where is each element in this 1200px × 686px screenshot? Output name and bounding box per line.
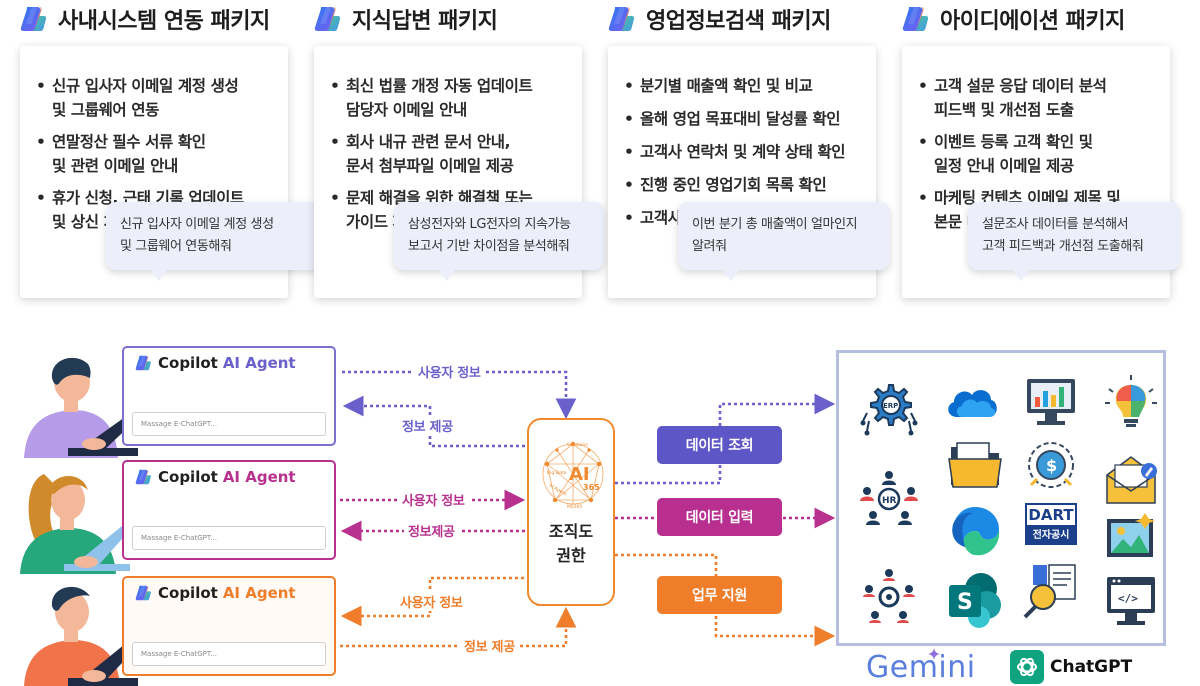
- data-query-button[interactable]: 데이터 조회: [657, 426, 782, 464]
- copilot-label: Copilot: [158, 354, 218, 372]
- dart-sub-text: 전자공시: [1025, 527, 1077, 545]
- onedrive-cloud-icon: [948, 390, 997, 417]
- copilot-logo-icon: [134, 468, 152, 486]
- flow-label-info-provide: 정보 제공: [460, 636, 519, 655]
- svg-text:$: $: [1046, 456, 1057, 475]
- dashboard-monitor-icon: [1027, 379, 1075, 425]
- prompt-bubble: 이번 분기 총 매출액이 얼마인지 알려줘: [678, 202, 890, 281]
- list-item: 연말정산 필수 서류 확인 및 관련 이메일 안내: [36, 130, 278, 178]
- package-sales-search: 영업정보검색 패키지 분기별 매출액 확인 및 비교 올해 영업 목표대비 달성…: [606, 0, 890, 300]
- dart-text: DART: [1025, 503, 1077, 527]
- package-title-text: 사내시스템 연동 패키지: [58, 9, 270, 34]
- tag-ms365: MS365: [567, 504, 582, 510]
- agent-title: Copilot AI Agent: [134, 468, 296, 486]
- list-item: 이벤트 등록 고객 확인 및 일정 안내 이메일 제공: [918, 130, 1160, 178]
- user-avatar-icon: [24, 586, 138, 686]
- mail-edit-icon: [1106, 456, 1157, 504]
- package-card: 신규 입사자 이메일 계정 생성 및 그룹웨어 연동 연말정산 필수 서류 확인…: [20, 46, 288, 298]
- data-input-button[interactable]: 데이터 입력: [657, 498, 782, 536]
- list-item: 진행 중인 영업기회 목록 확인: [624, 173, 866, 197]
- flow-label-info-provide: 정보제공: [404, 521, 459, 540]
- dart-disclosure-icon: DART 전자공시: [1025, 503, 1077, 553]
- copilot-label: Copilot: [158, 584, 218, 602]
- flow-label-user-info: 사용자 정보: [398, 490, 469, 509]
- flow-label-user-info: 사용자 정보: [414, 362, 485, 381]
- message-input[interactable]: Massage E-ChatGPT...: [132, 642, 326, 666]
- erp-text: ERP: [883, 402, 898, 410]
- user-avatar-icon: [24, 357, 138, 458]
- package-title-text: 영업정보검색 패키지: [646, 9, 831, 34]
- ai365-network-icon: AI 365 Solutions Big Data AI Agent MS365: [542, 441, 604, 510]
- settings-team-icon: [863, 569, 915, 623]
- finance-gear-icon: $: [1028, 442, 1074, 488]
- flow-label-user-info: 사용자 정보: [396, 592, 467, 611]
- prompt-bubble: 삼성전자와 LG전자의 지속가능 보고서 기반 차이점을 분석해줘: [394, 202, 604, 281]
- agent-title: Copilot AI Agent: [134, 584, 296, 602]
- document-search-icon: [1023, 564, 1076, 619]
- package-title: 아이디에이션 패키지: [900, 2, 1125, 36]
- package-item-list: 분기별 매출액 확인 및 비교 올해 영업 목표대비 달성률 확인 고객사 연락…: [624, 74, 866, 239]
- list-item: 회사 내규 관련 문서 안내, 문서 첨부파일 이메일 제공: [330, 130, 572, 178]
- tag-big-data: Big Data: [547, 470, 567, 476]
- agent-card-1[interactable]: Copilot AI Agent Massage E-ChatGPT...: [122, 346, 336, 446]
- message-input[interactable]: Massage E-ChatGPT...: [132, 526, 326, 550]
- ai-agent-label: AI Agent: [222, 584, 296, 602]
- tag-solutions: Solutions: [567, 442, 588, 448]
- package-title: 사내시스템 연동 패키지: [18, 2, 270, 36]
- list-item: 최신 법률 개정 자동 업데이트 담당자 이메일 안내: [330, 74, 572, 122]
- hr-text: HR: [882, 496, 897, 506]
- ai-agent-label: AI Agent: [222, 354, 296, 372]
- openai-icon: [1010, 650, 1044, 684]
- copilot-logo-icon: [134, 584, 152, 602]
- image-gallery-icon: [1107, 513, 1155, 557]
- work-support-button[interactable]: 업무 지원: [657, 576, 782, 614]
- package-item-list: 최신 법률 개정 자동 업데이트 담당자 이메일 안내 회사 내규 관련 문서 …: [330, 74, 572, 242]
- package-title: 영업정보검색 패키지: [606, 2, 831, 36]
- erp-gear-icon: ERP: [860, 384, 918, 436]
- agent-title: Copilot AI Agent: [134, 354, 296, 372]
- package-title-text: 아이디에이션 패키지: [940, 9, 1125, 34]
- flow-label-info-provide: 정보 제공: [398, 416, 457, 435]
- list-item: 신규 입사자 이메일 계정 생성 및 그룹웨어 연동: [36, 74, 278, 122]
- package-knowledge-answer: 지식답변 패키지 최신 법률 개정 자동 업데이트 담당자 이메일 안내 회사 …: [312, 0, 604, 300]
- idea-bulb-icon: [1105, 375, 1157, 427]
- message-input[interactable]: Massage E-ChatGPT...: [132, 412, 326, 436]
- ai-badge-sub-text: 365: [583, 483, 600, 492]
- org-permission-box: AI 365 Solutions Big Data AI Agent MS365…: [527, 418, 615, 606]
- copilot-logo-icon: [134, 354, 152, 372]
- user-avatar-icon: [20, 474, 130, 574]
- org-permission-label: 조직도 권한: [548, 522, 594, 565]
- agent-card-2[interactable]: Copilot AI Agent Massage E-ChatGPT...: [122, 460, 336, 560]
- code-text: </>: [1118, 592, 1138, 605]
- folder-icon: [948, 442, 1002, 488]
- code-monitor-icon: </>: [1107, 577, 1155, 625]
- sharepoint-icon: S: [949, 573, 1001, 628]
- ai-agent-label: AI Agent: [222, 468, 296, 486]
- tag-ai-agent: AI Agent: [548, 483, 568, 498]
- package-title-text: 지식답변 패키지: [352, 9, 498, 34]
- sharepoint-letter: S: [957, 590, 973, 615]
- package-ideation: 아이디에이션 패키지 고객 설문 응답 데이터 분석 피드백 및 개선점 도출 …: [900, 0, 1182, 300]
- copilot-label: Copilot: [158, 468, 218, 486]
- prompt-bubble: 신규 입사자 이메일 계정 생성 및 그룹웨어 연동해줘: [106, 202, 324, 281]
- chatgpt-logo: ChatGPT: [1010, 650, 1132, 684]
- package-item-list: 고객 설문 응답 데이터 분석 피드백 및 개선점 도출 이벤트 등록 고객 확…: [918, 74, 1160, 242]
- list-item: 고객사 연락처 및 계약 상태 확인: [624, 140, 866, 164]
- list-item: 분기별 매출액 확인 및 비교: [624, 74, 866, 98]
- list-item: 고객 설문 응답 데이터 분석 피드백 및 개선점 도출: [918, 74, 1160, 122]
- services-panel: ERP HR $: [836, 350, 1166, 646]
- ai-badge-text: AI: [569, 464, 590, 485]
- package-title: 지식답변 패키지: [312, 2, 498, 36]
- edge-browser-icon: [952, 507, 1000, 556]
- agent-card-3[interactable]: Copilot AI Agent Massage E-ChatGPT...: [122, 576, 336, 676]
- prompt-bubble: 설문조사 데이터를 분석해서 고객 피드백과 개선점 도출해줘: [968, 202, 1180, 281]
- hr-people-icon: HR: [860, 471, 918, 525]
- gemini-sparkle-icon: [928, 648, 940, 660]
- chatgpt-label: ChatGPT: [1050, 657, 1133, 677]
- gemini-logo: Gemini: [866, 650, 976, 685]
- package-internal-system: 사내시스템 연동 패키지 신규 입사자 이메일 계정 생성 및 그룹웨어 연동 …: [18, 0, 324, 300]
- list-item: 올해 영업 목표대비 달성률 확인: [624, 107, 866, 131]
